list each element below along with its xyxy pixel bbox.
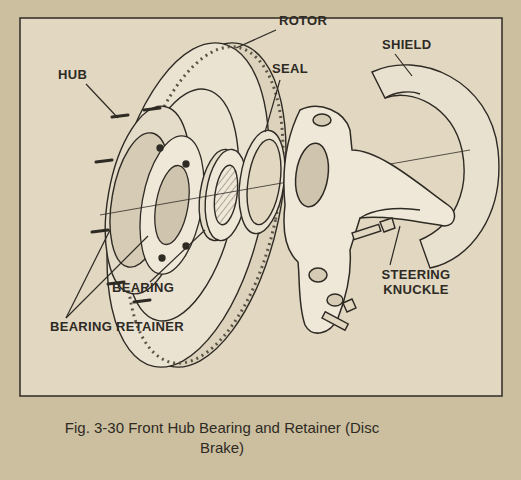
steering-knuckle [327, 294, 343, 306]
part-label: SEAL [272, 62, 308, 77]
bearing-retainer [183, 161, 189, 167]
bearing-retainer [159, 255, 165, 261]
bearing-retainer [157, 145, 163, 151]
leader-line [150, 230, 205, 282]
leader-line [66, 30, 412, 318]
steering-knuckle [284, 106, 455, 333]
wheel-stud [144, 108, 160, 110]
steering-knuckle [360, 208, 420, 218]
leader-line [86, 84, 118, 118]
leader-line [236, 30, 276, 48]
steering-knuckle [292, 141, 333, 209]
bolt [343, 299, 356, 312]
wheel-stud [96, 160, 112, 162]
bolt [322, 312, 348, 330]
leader-line [395, 54, 412, 76]
shield [385, 92, 420, 98]
leader-line [66, 230, 110, 318]
part-label: STEERING KNUCKLE [366, 268, 466, 298]
bolt [380, 218, 395, 232]
part-label: BEARING [112, 281, 174, 296]
wheel-stud [134, 300, 150, 302]
leader-line [66, 236, 148, 318]
bolt [352, 224, 381, 239]
steering-knuckle [313, 114, 331, 126]
leader-line [265, 80, 280, 132]
steering-knuckle [284, 106, 455, 333]
wheel-stud [92, 230, 108, 232]
part-label: BEARING RETAINER [50, 320, 184, 335]
steering-knuckle [309, 268, 327, 282]
part-label: SHIELD [382, 38, 431, 53]
leader-line [390, 226, 400, 265]
seal [233, 127, 291, 236]
part-label: HUB [58, 68, 87, 83]
figure-frame [20, 18, 502, 396]
seal [233, 127, 291, 236]
wheel-stud [112, 115, 128, 117]
figure-caption: Fig. 3-30 Front Hub Bearing and Retainer… [52, 418, 392, 457]
part-label: ROTOR [279, 14, 327, 29]
seal [242, 137, 286, 227]
